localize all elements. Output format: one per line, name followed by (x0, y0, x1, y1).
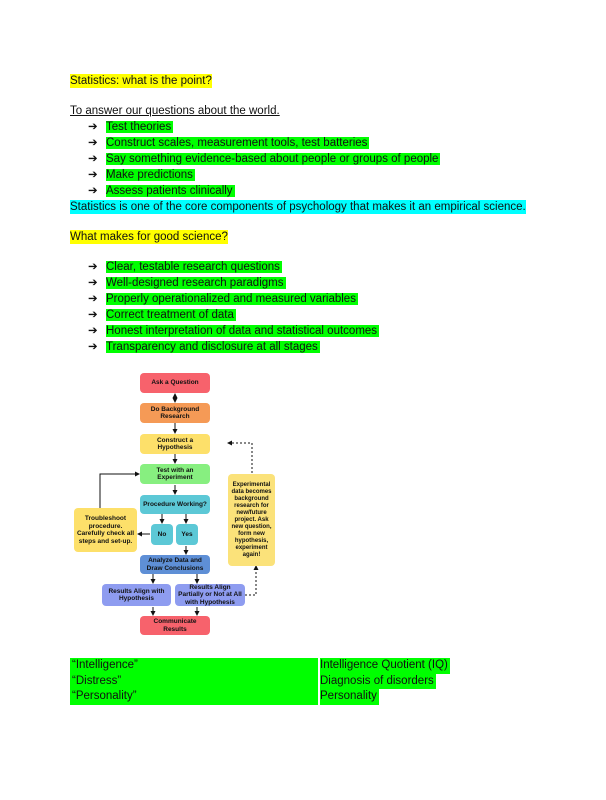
row-highlight (70, 658, 318, 674)
list-item: ➔ Make predictions (88, 168, 195, 182)
row-highlight (70, 689, 318, 705)
yes-box: Yes (176, 524, 198, 545)
table-cell-meaning: Personality (320, 689, 379, 705)
summary-text: Statistics is one of the core components… (70, 200, 526, 214)
bullet-text: Honest interpretation of data and statis… (106, 325, 380, 337)
list-item: ➔ Properly operationalized and measured v… (88, 292, 358, 306)
arrow-right-icon: ➔ (88, 277, 98, 289)
table-cell-meaning: Intelligence Quotient (IQ) (320, 658, 450, 674)
list-item: ➔ Transparency and disclosure at all stag… (88, 340, 320, 354)
bullet-text: Correct treatment of data (106, 309, 236, 321)
bullet-text: Assess patients clinically (106, 185, 235, 197)
list-item: ➔ Correct treatment of data (88, 308, 236, 322)
table-row: “Personality” Personality (70, 689, 450, 705)
test-experiment-box: Test with an Experiment (140, 464, 210, 484)
bullet-text: Well-designed research paradigms (106, 277, 286, 289)
bullet-text: Test theories (106, 121, 174, 133)
no-box: No (151, 524, 173, 545)
arrow-right-icon: ➔ (88, 293, 98, 305)
arrow-right-icon: ➔ (88, 169, 98, 181)
table-cell-term: “Personality” (72, 690, 137, 702)
construct-table: “Intelligence” Intelligence Quotient (IQ… (70, 658, 450, 705)
arrow-right-icon: ➔ (88, 153, 98, 165)
arrow-right-icon: ➔ (88, 309, 98, 321)
arrow-right-icon: ➔ (88, 261, 98, 273)
section-heading-point: Statistics: what is the point? (70, 74, 212, 88)
arrow-right-icon: ➔ (88, 137, 98, 149)
troubleshoot-box: Troubleshoot procedure. Carefully check … (74, 508, 137, 552)
flowchart-connectors (99, 393, 259, 616)
section-heading-good-science: What makes for good science? (70, 230, 228, 244)
list-item: ➔ Well-designed research paradigms (88, 276, 286, 290)
results-align-box: Results Align with Hypothesis (102, 584, 171, 606)
list-item: ➔ Say something evidence-based about peop… (88, 152, 441, 166)
bullet-text: Properly operationalized and measured va… (106, 293, 358, 305)
ask-question-box: Ask a Question (140, 373, 210, 393)
list-item: ➔ Clear, testable research questions (88, 260, 282, 274)
procedure-working-box: Procedure Working? (140, 495, 210, 514)
arrow-right-icon: ➔ (88, 121, 98, 133)
bullet-text: Clear, testable research questions (106, 261, 282, 273)
list-item: ➔ Construct scales, measurement tools, te… (88, 136, 370, 150)
table-row: “Intelligence” Intelligence Quotient (IQ… (70, 658, 450, 674)
bullet-text: Construct scales, measurement tools, tes… (106, 137, 370, 149)
table-cell-term: “Distress” (72, 674, 122, 687)
arrow-right-icon: ➔ (88, 185, 98, 197)
table-row: “Distress” Diagnosis of disorders (70, 673, 450, 689)
communicate-results-box: Communicate Results (140, 616, 210, 635)
side-note-box: Experimental data becomes background res… (228, 474, 275, 566)
intro-text: To answer our questions about the world. (70, 105, 280, 117)
list-item: ➔ Assess patients clinically (88, 184, 235, 198)
bullet-text: Transparency and disclosure at all stage… (106, 341, 320, 353)
analyze-data-box: Analyze Data and Draw Conclusions (140, 555, 210, 574)
scientific-method-flowchart: Ask a Question Do Background Research Co… (60, 366, 300, 642)
list-item: ➔ Honest interpretation of data and stati… (88, 324, 380, 338)
construct-hypothesis-box: Construct a Hypothesis (140, 434, 210, 454)
results-partial-box: Results Align Partially or Not at All wi… (175, 584, 245, 606)
bullet-text: Say something evidence-based about peopl… (106, 153, 441, 165)
table-cell-term: “Intelligence” (72, 659, 138, 671)
arrow-right-icon: ➔ (88, 341, 98, 353)
background-research-box: Do Background Research (140, 403, 210, 423)
arrow-right-icon: ➔ (88, 325, 98, 337)
bullet-text: Make predictions (106, 169, 195, 181)
table-cell-meaning: Diagnosis of disorders (320, 673, 436, 689)
row-highlight (70, 673, 318, 689)
list-item: ➔ Test theories (88, 120, 174, 134)
